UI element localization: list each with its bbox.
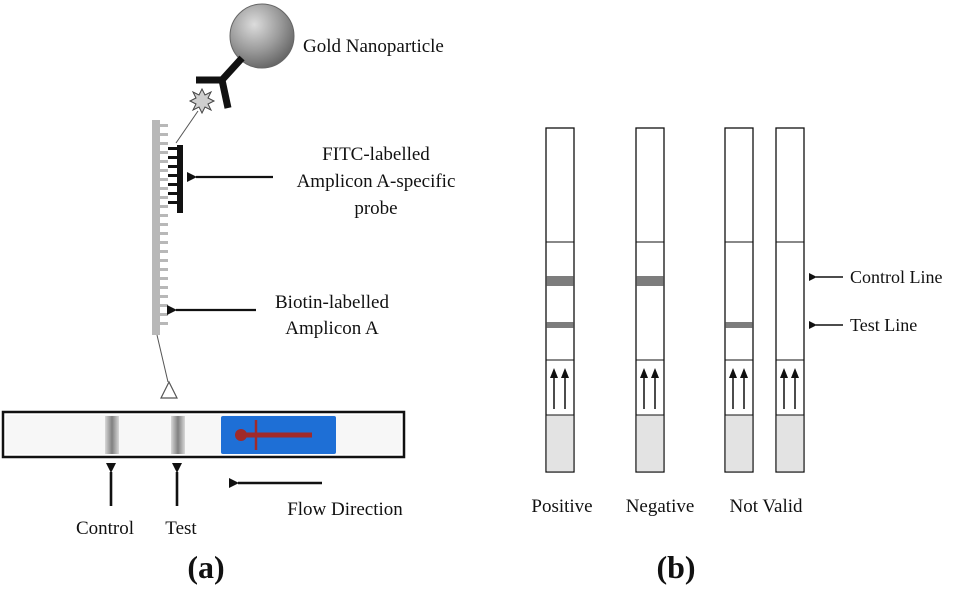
panel-b	[545, 127, 805, 473]
amplicon-backbone	[152, 120, 160, 335]
control-label: Control	[76, 518, 134, 539]
gold-nanoparticle-label: Gold Nanoparticle	[303, 36, 444, 57]
amplicon-base	[160, 178, 168, 181]
amplicon-base	[160, 133, 168, 136]
probe-base	[168, 174, 177, 177]
flow-arrow-head-icon	[550, 368, 558, 378]
biotin-triangle-icon	[160, 380, 178, 399]
test-label: Test	[165, 518, 197, 539]
control-line-band	[636, 276, 664, 286]
amplicon-base	[160, 214, 168, 217]
flow-arrow-head-icon	[780, 368, 788, 378]
sample-pad	[636, 415, 664, 472]
probe-base	[168, 147, 177, 150]
fitc-label-line-1: FITC-labelled	[322, 144, 430, 165]
probe-base	[168, 201, 177, 204]
amplicon-base	[160, 241, 168, 244]
strip-label-negative: Negative	[626, 496, 695, 517]
probe-tether	[175, 110, 199, 144]
amplicon-base	[160, 286, 168, 289]
probe-base	[168, 192, 177, 195]
amplicon-base	[160, 142, 168, 145]
strip-label-positive: Positive	[531, 496, 592, 517]
flow-arrow-head-icon	[651, 368, 659, 378]
sample-pad	[776, 415, 804, 472]
strip-label-not-valid: Not Valid	[729, 496, 803, 517]
probe-base	[168, 156, 177, 159]
amplicon-base	[160, 205, 168, 208]
panel-a-caption: (a)	[187, 549, 224, 585]
amplicon-base	[160, 187, 168, 190]
control-band	[105, 416, 119, 454]
probe-base	[168, 165, 177, 168]
amplicon-base	[160, 196, 168, 199]
probe-bases	[168, 147, 177, 204]
amplicon-base	[160, 313, 168, 316]
biotin-linker	[156, 334, 169, 383]
flow-arrow-head-icon	[729, 368, 737, 378]
gold-nanoparticle-icon	[229, 3, 295, 69]
flow-arrow-head-icon	[561, 368, 569, 378]
flow-arrow-head-icon	[640, 368, 648, 378]
fitc-star-icon	[188, 87, 216, 115]
test-line-label: Test Line	[850, 315, 917, 335]
antibody-icon	[196, 55, 245, 109]
control-line-label: Control Line	[850, 267, 943, 287]
test-line-band	[725, 322, 753, 328]
control-line-band	[546, 276, 574, 286]
amplicon-base	[160, 232, 168, 235]
amplicon-base	[160, 259, 168, 262]
test-band	[171, 416, 185, 454]
amplicon-base	[160, 160, 168, 163]
panel-b-caption: (b)	[656, 549, 695, 585]
flow-arrow-head-icon	[791, 368, 799, 378]
test-line-band	[546, 322, 574, 328]
flow-direction-red-arrow	[235, 420, 312, 450]
amplicon-base	[160, 124, 168, 127]
panel-a: Gold Nanoparticle FITC-labelled Amplicon…	[1, 3, 456, 585]
amplicon-base	[160, 151, 168, 154]
amplicon-base	[160, 250, 168, 253]
amplicon-base	[160, 268, 168, 271]
amplicon-base	[160, 277, 168, 280]
amplicon-base	[160, 223, 168, 226]
amplicon-base	[160, 304, 168, 307]
fitc-label-line-2: Amplicon A-specific	[297, 171, 456, 192]
amplicon-base	[160, 295, 168, 298]
probe-base	[168, 183, 177, 186]
strip-inner-shade	[6, 415, 401, 454]
sample-pad	[725, 415, 753, 472]
biotin-label-line-1: Biotin-labelled	[275, 292, 389, 313]
amplicon-base	[160, 169, 168, 172]
fitc-label-line-3: probe	[354, 198, 397, 219]
flow-direction-label: Flow Direction	[287, 499, 403, 520]
amplicon-base	[160, 322, 168, 325]
biotin-label-line-2: Amplicon A	[285, 318, 379, 339]
amplicon-bases	[160, 124, 168, 325]
flow-arrow-head-icon	[740, 368, 748, 378]
sample-pad	[546, 415, 574, 472]
probe-backbone	[177, 145, 183, 213]
